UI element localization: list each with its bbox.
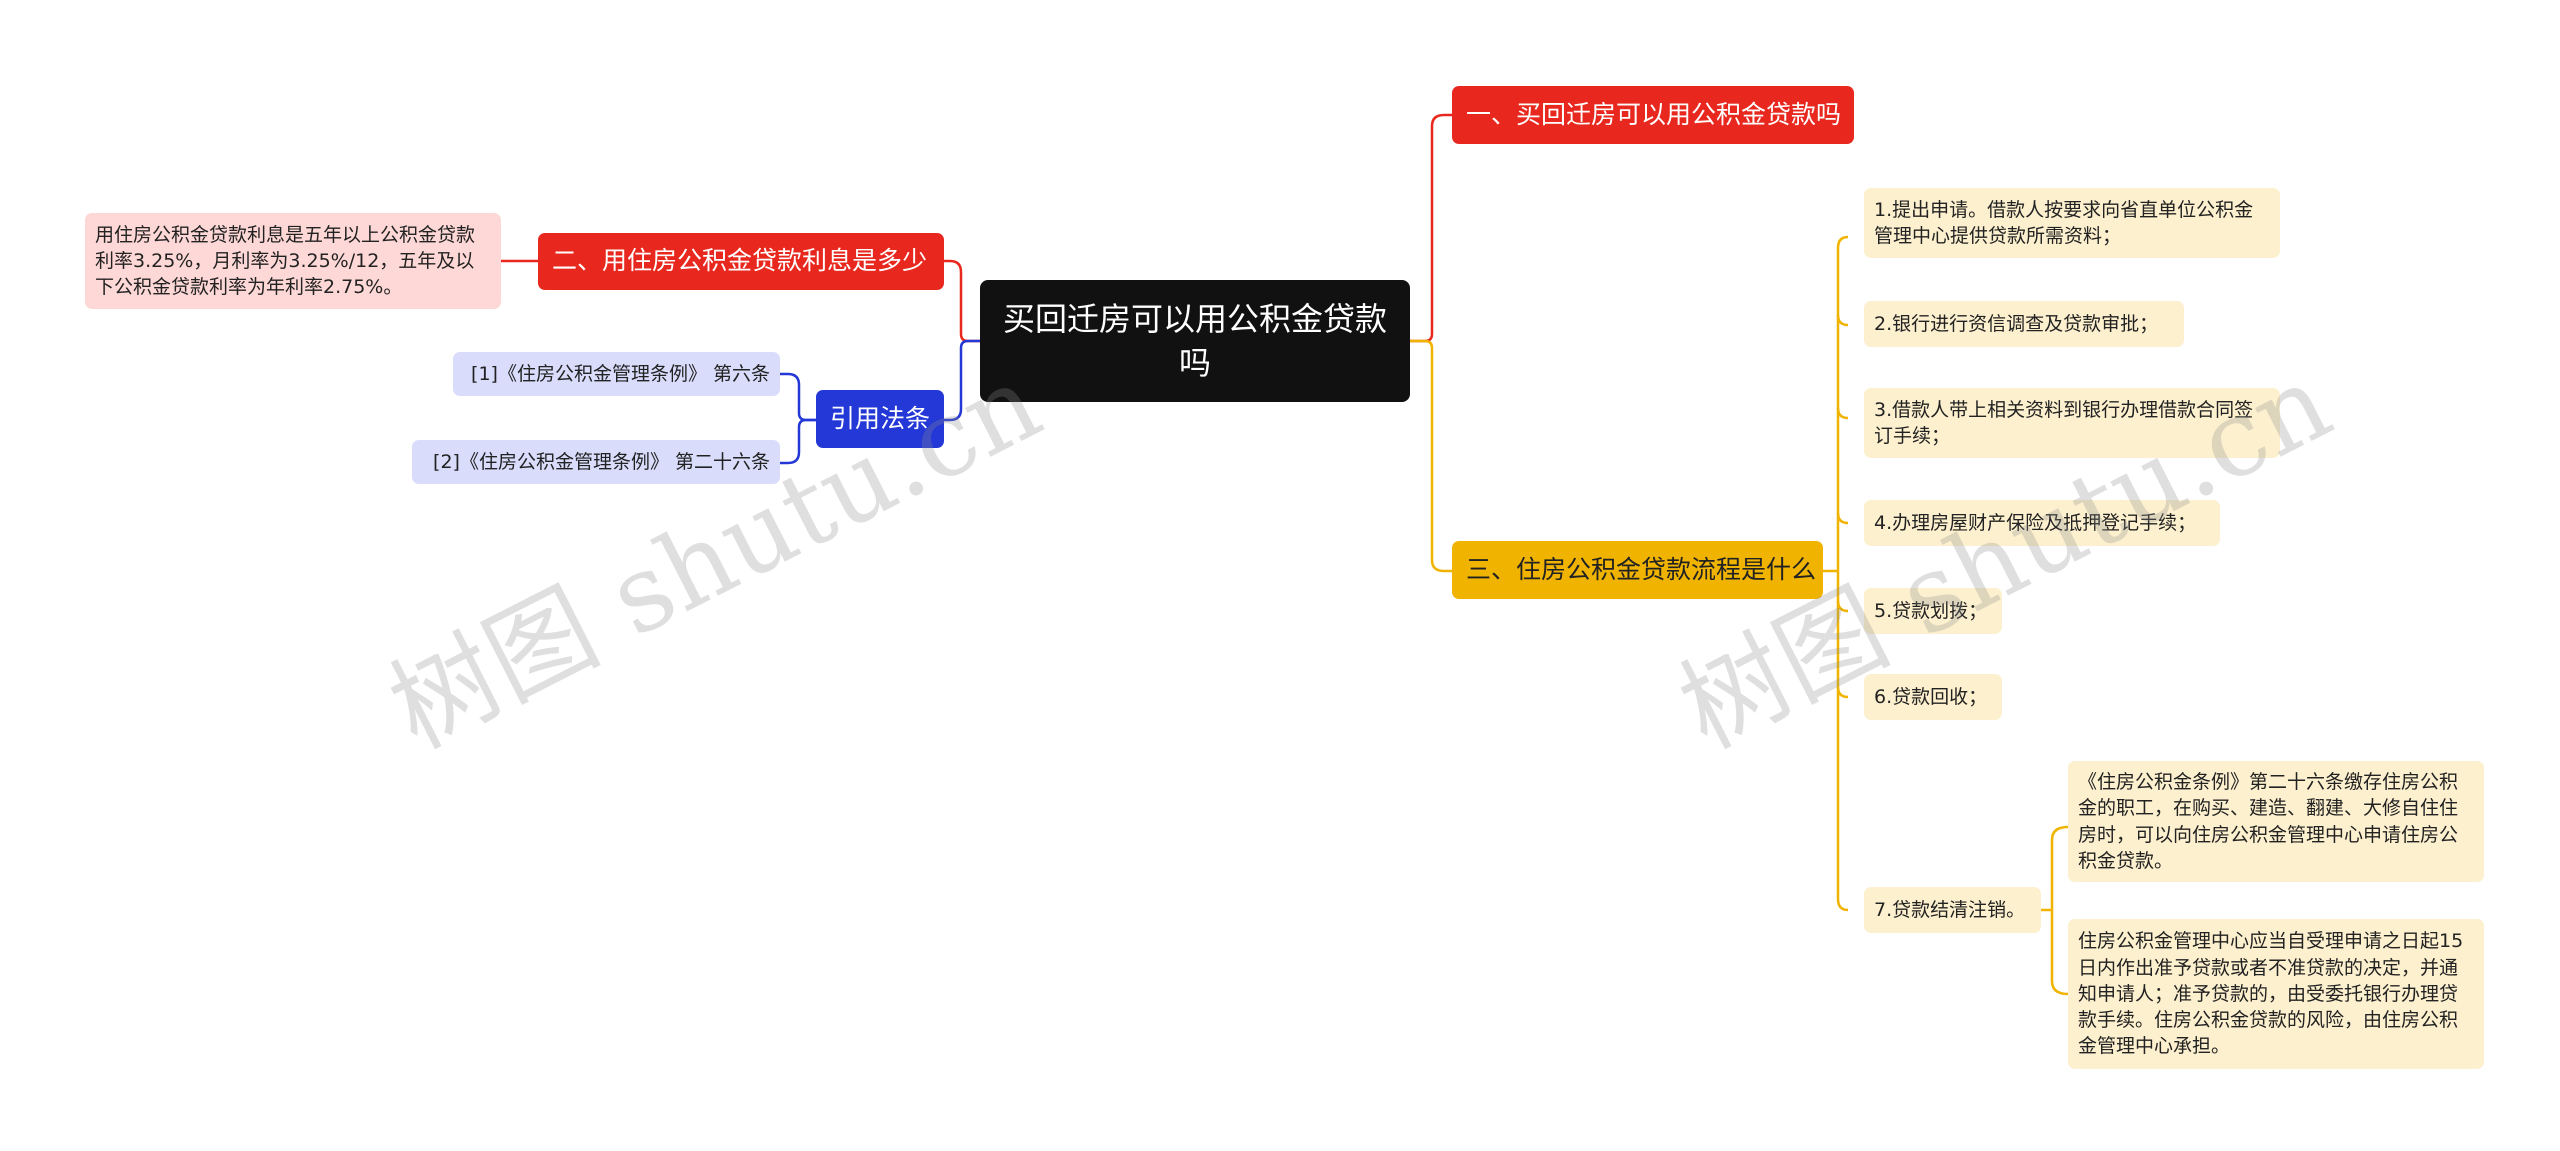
link-laws-to-item2 <box>780 418 816 465</box>
step-3-text: 3.借款人带上相关资料到银行办理借款合同签订手续； <box>1874 398 2254 447</box>
root-label: 买回迁房可以用公积金贷款吗 <box>1002 299 1387 382</box>
root-node[interactable]: 买回迁房可以用公积金贷款吗 <box>980 280 1410 402</box>
link-laws-to-item1 <box>780 372 816 422</box>
branch-1-label: 一、买回迁房可以用公积金贷款吗 <box>1466 99 1842 129</box>
step-5[interactable]: 5.贷款划拨； <box>1864 588 2002 634</box>
step-6-text: 6.贷款回收； <box>1874 685 1988 708</box>
link-root-to-b2 <box>944 259 980 343</box>
branch-2-node[interactable]: 二、用住房公积金贷款利息是多少 <box>538 233 944 290</box>
step-1[interactable]: 1.提出申请。借款人按要求向省直单位公积金管理中心提供贷款所需资料； <box>1864 188 2280 258</box>
law-item-2[interactable]: [2]《住房公积金管理条例》 第二十六条 <box>412 440 780 484</box>
link-root-to-b3 <box>1410 339 1452 573</box>
branch-3-label: 三、住房公积金贷款流程是什么 <box>1466 554 1817 584</box>
step-7[interactable]: 7.贷款结清注销。 <box>1864 887 2041 933</box>
step-3[interactable]: 3.借款人带上相关资料到银行办理借款合同签订手续； <box>1864 388 2280 458</box>
branch-2-detail-text: 用住房公积金贷款利息是五年以上公积金贷款利率3.25%，月利率为3.25%/12… <box>95 223 476 299</box>
step-7-text: 7.贷款结清注销。 <box>1874 898 2026 921</box>
link-root-to-laws <box>944 339 980 422</box>
step-7-note-1-text: 《住房公积金条例》第二十六条缴存住房公积金的职工，在购买、建造、翻建、大修自住住… <box>2078 771 2459 872</box>
step-7-note-1[interactable]: 《住房公积金条例》第二十六条缴存住房公积金的职工，在购买、建造、翻建、大修自住住… <box>2068 761 2484 882</box>
step-1-text: 1.提出申请。借款人按要求向省直单位公积金管理中心提供贷款所需资料； <box>1874 198 2254 247</box>
link-root-to-b1 <box>1410 113 1452 343</box>
law-item-2-text: [2]《住房公积金管理条例》 第二十六条 <box>433 450 770 473</box>
step-6[interactable]: 6.贷款回收； <box>1864 674 2002 720</box>
step-2-text: 2.银行进行资信调查及贷款审批； <box>1874 312 2159 335</box>
branch-3-node[interactable]: 三、住房公积金贷款流程是什么 <box>1452 541 1823 599</box>
links-step7-notes <box>2041 825 2069 996</box>
branch-2-label: 二、用住房公积金贷款利息是多少 <box>552 246 928 276</box>
branch-2-detail[interactable]: 用住房公积金贷款利息是五年以上公积金贷款利率3.25%，月利率为3.25%/12… <box>85 213 501 309</box>
law-item-1-text: [1]《住房公积金管理条例》 第六条 <box>471 362 770 385</box>
links-b3-steps <box>1823 235 1849 912</box>
step-4-text: 4.办理房屋财产保险及抵押登记手续； <box>1874 511 2197 534</box>
laws-node[interactable]: 引用法条 <box>816 390 944 448</box>
law-item-1[interactable]: [1]《住房公积金管理条例》 第六条 <box>453 352 780 396</box>
laws-label: 引用法条 <box>829 403 930 433</box>
step-4[interactable]: 4.办理房屋财产保险及抵押登记手续； <box>1864 500 2220 546</box>
step-7-note-2-text: 住房公积金管理中心应当自受理申请之日起15日内作出准予贷款或者不准贷款的决定，并… <box>2078 930 2464 1058</box>
step-5-text: 5.贷款划拨； <box>1874 599 1988 622</box>
step-2[interactable]: 2.银行进行资信调查及贷款审批； <box>1864 301 2184 347</box>
step-7-note-2[interactable]: 住房公积金管理中心应当自受理申请之日起15日内作出准予贷款或者不准贷款的决定，并… <box>2068 919 2484 1069</box>
branch-1-node[interactable]: 一、买回迁房可以用公积金贷款吗 <box>1452 86 1854 144</box>
